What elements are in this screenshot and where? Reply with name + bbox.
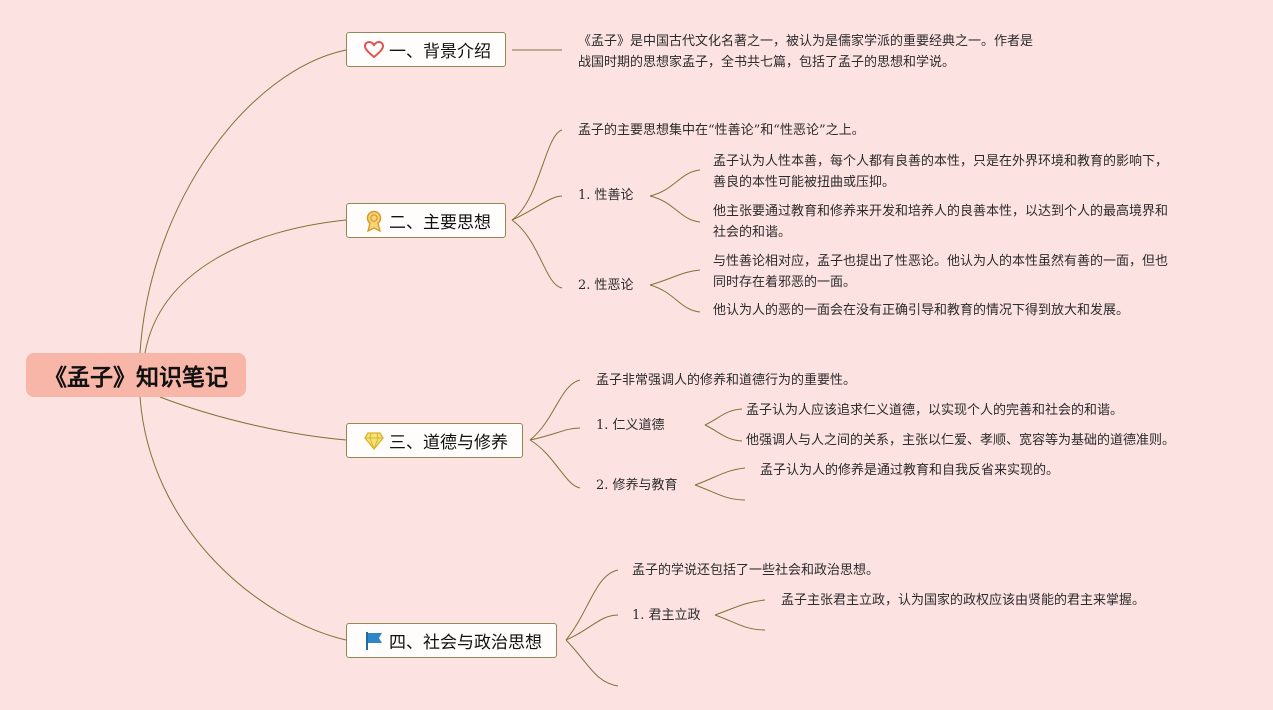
topic-background[interactable]: 一、背景介绍 <box>346 32 506 67</box>
topic-main-ideas[interactable]: 二、主要思想 <box>346 203 506 238</box>
topic-title: 二、主要思想 <box>389 213 491 233</box>
topic-morality[interactable]: 三、道德与修养 <box>346 423 523 458</box>
topic-title: 四、社会与政治思想 <box>389 633 542 653</box>
award-icon <box>363 210 385 232</box>
subtopic-label[interactable]: 2. 性恶论 <box>578 278 634 293</box>
subtopic-label[interactable]: 2. 修养与教育 <box>596 478 678 493</box>
topic-politics[interactable]: 四、社会与政治思想 <box>346 623 557 658</box>
leaf-text: 孟子主张君主立政，认为国家的政权应该由贤能的君主来掌握。 <box>781 593 1146 608</box>
leaf-text: 他认为人的恶的一面会在没有正确引导和教育的情况下得到放大和发展。 <box>713 303 1130 318</box>
subtopic-label[interactable]: 1. 君主立政 <box>632 608 701 623</box>
intro-text: 孟子非常强调人的修养和道德行为的重要性。 <box>596 373 857 388</box>
topic-title: 三、道德与修养 <box>389 433 508 453</box>
intro-text: 孟子的学说还包括了一些社会和政治思想。 <box>632 563 880 578</box>
topic-title: 一、背景介绍 <box>389 42 491 62</box>
leaf-text: 与性善论相对应，孟子也提出了性恶论。他认为人的本性虽然有善的一面，但也 同时存在… <box>713 254 1169 290</box>
leaf-text: 孟子认为人性本善，每个人都有良善的本性，只是在外界环境和教育的影响下， 善良的本… <box>713 154 1169 190</box>
diamond-icon <box>363 430 385 452</box>
subtopic-label[interactable]: 1. 仁义道德 <box>596 418 665 433</box>
root-topic[interactable]: 《孟子》知识笔记 <box>26 353 246 397</box>
leaf-text: 孟子认为人的修养是通过教育和自我反省来实现的。 <box>760 463 1060 478</box>
leaf-text: 他主张要通过教育和修养来开发和培养人的良善本性，以达到个人的最高境界和 社会的和… <box>713 204 1169 240</box>
intro-text: 孟子的主要思想集中在“性善论”和“性恶论”之上。 <box>578 123 865 138</box>
leaf-text: 他强调人与人之间的关系，主张以仁爱、孝顺、宽容等为基础的道德准则。 <box>746 433 1176 448</box>
heart-icon <box>363 39 385 61</box>
leaf-text: 《孟子》是中国古代文化名著之一，被认为是儒家学派的重要经典之一。作者是 战国时期… <box>578 34 1034 70</box>
leaf-text: 孟子认为人应该追求仁义道德，以实现个人的完善和社会的和谐。 <box>746 403 1124 418</box>
subtopic-label[interactable]: 1. 性善论 <box>578 188 634 203</box>
root-title: 《孟子》知识笔记 <box>44 365 228 391</box>
flag-icon <box>363 630 385 652</box>
